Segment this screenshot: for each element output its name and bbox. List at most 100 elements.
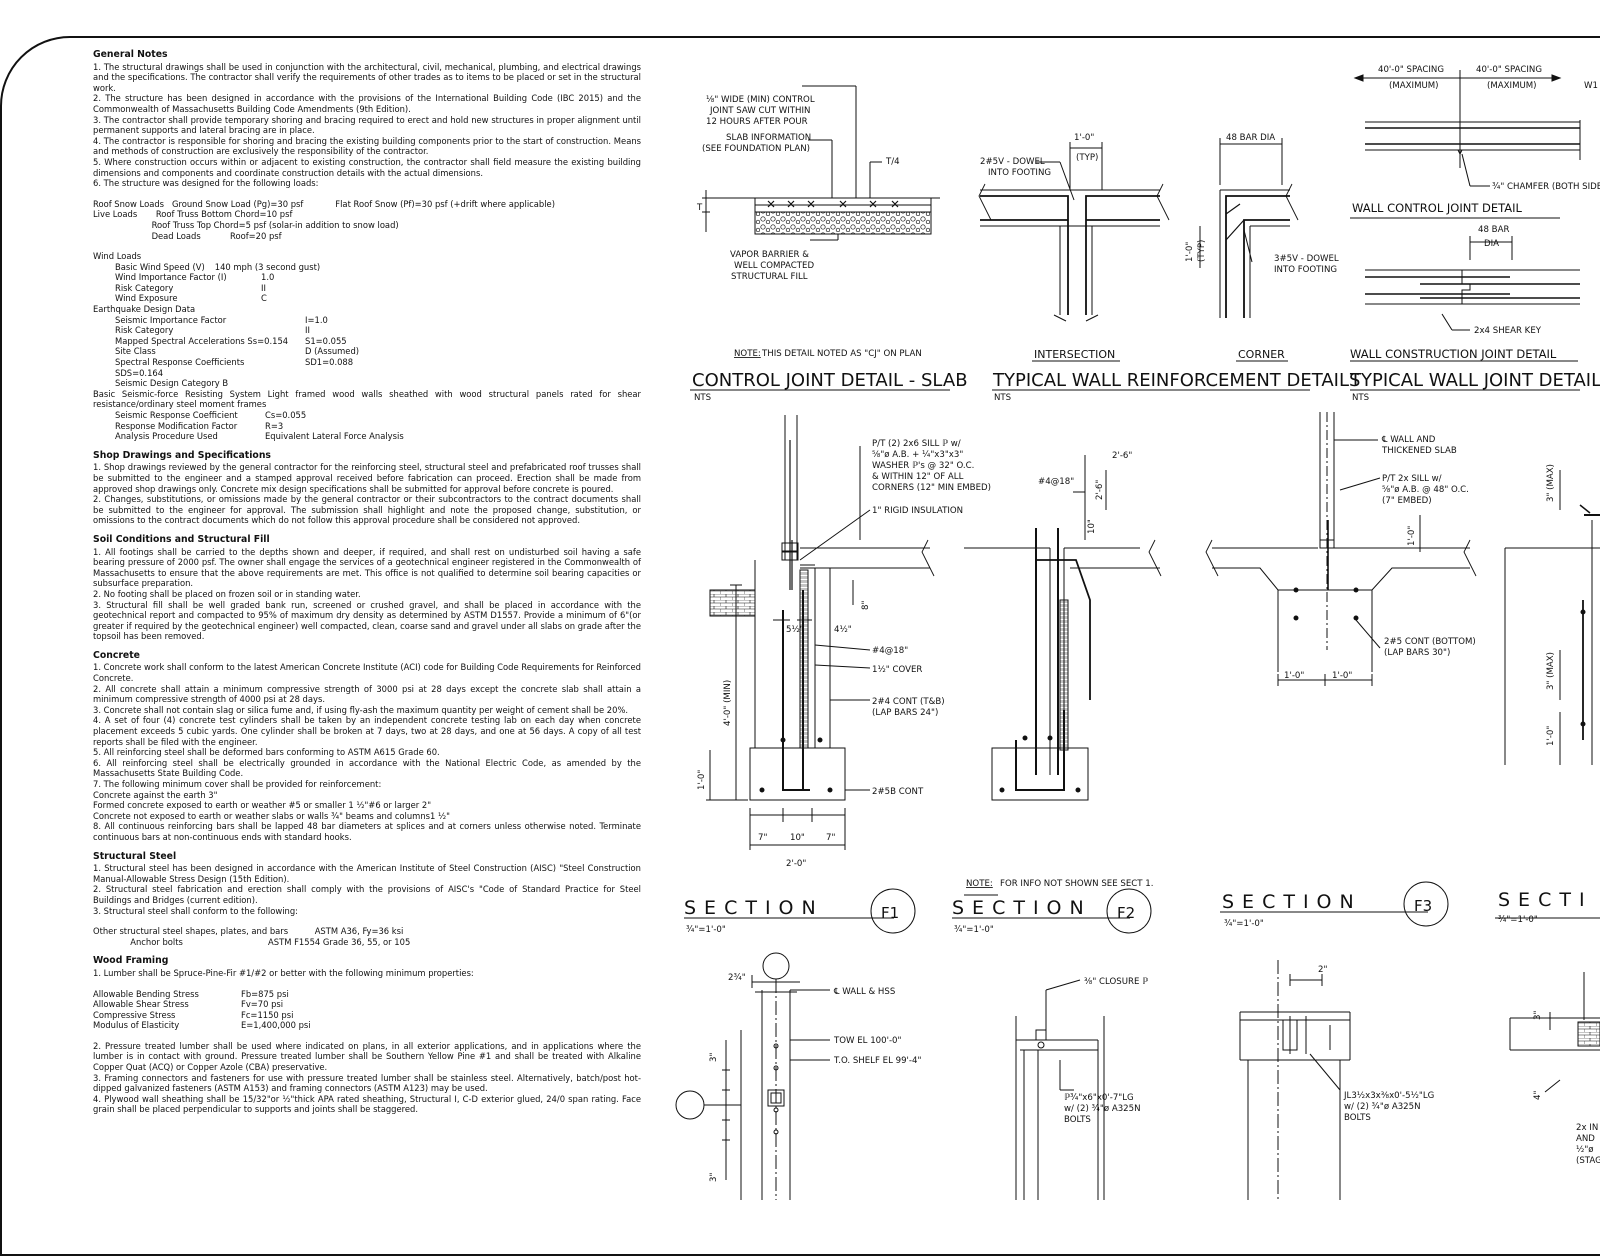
general-notes-heading: General Notes (93, 49, 168, 60)
general-note: 6. The structure was designed for the fo… (93, 178, 319, 189)
concrete-note: 3. Concrete shall not contain slag or si… (93, 704, 629, 715)
hss-detail (675, 952, 830, 1200)
wood-prop: Allowable Shear Stress (93, 999, 189, 1010)
footing-depth-label: 1'-0" (697, 770, 707, 790)
plate-label: ℙ¾"x6"x0'-7"LG (1064, 1093, 1134, 1103)
soil-note: 3. Structural fill shall be well graded … (93, 599, 641, 642)
soil-note: 1. All footings shall be carried to the … (93, 546, 641, 589)
dim-label: 1'-0" (1546, 726, 1556, 746)
steel-note: 3. Structural steel shall conform to the… (93, 905, 298, 916)
eq-value: D (Assumed) (305, 346, 360, 357)
sill-label: ⅝"ø A.B. + ¼"x3"x3" (872, 450, 963, 460)
dim-label: 1'-0" (1185, 242, 1195, 262)
control-joint-title: CONTROL JOINT DETAIL - SLAB (692, 370, 968, 391)
wood-heading: Wood Framing (93, 955, 169, 967)
w1-label: W1 (1584, 81, 1598, 91)
width-label: 1'-0" (1284, 671, 1304, 681)
soil-heading: Soil Conditions and Structural Fill (93, 533, 270, 545)
sill-label: CORNERS (12" MIN EMBED) (872, 483, 991, 493)
concrete-note: 6. All reinforcing steel shall be electr… (93, 757, 641, 779)
wall-hss-label: ℄ WALL & HSS (833, 987, 895, 997)
sill-label: (7" EMBED) (1382, 496, 1432, 506)
saw-cut-label: ⅛" WIDE (MIN) CONTROL (706, 95, 815, 105)
shop-note: 2. Changes, substitutions, or omissions … (93, 494, 641, 526)
wood-note: 3. Framing connectors and fasteners for … (93, 1072, 641, 1094)
cj-note: THIS DETAIL NOTED AS "CJ" ON PLAN (761, 349, 922, 359)
saw-cut-label: JOINT SAW CUT WITHIN (709, 106, 810, 116)
bar-dia-label: DIA (1484, 239, 1499, 249)
wall-reinforcement-scale: NTS (994, 393, 1011, 403)
load-line: Live Loads Roof Truss Bottom Chord=10 ps… (93, 209, 293, 220)
cover-label: 1½" COVER (872, 665, 922, 675)
spacing-label: (MAXIMUM) (1389, 81, 1439, 91)
wind-table: Wind Importance Factor (I)1.0 Risk Categ… (93, 272, 641, 304)
eq-param: Mapped Spectral Accelerations Ss=0.154 (115, 335, 289, 346)
eq-value: II (305, 325, 310, 336)
wind-value: II (261, 282, 266, 293)
dim-label: 3" (709, 1053, 719, 1062)
angle-label: JL3½x3x⅜x0'-5½"LG (1343, 1091, 1434, 1101)
chamfer-label: ¾" CHAMFER (BOTH SIDES) (1492, 182, 1600, 192)
soil-note: 2. No footing shall be placed on frozen … (93, 588, 361, 599)
eq-param: Seismic Design Category B (115, 378, 229, 389)
dim-label: 3" (1533, 1011, 1543, 1020)
general-note: 1. The structural drawings shall be used… (93, 61, 641, 93)
control-joint-detail (702, 85, 940, 241)
eq-param: Site Class (115, 346, 156, 357)
section-f4 (1495, 470, 1600, 1093)
wind-param: Wind Importance Factor (I) (115, 272, 227, 283)
section-f1 (684, 415, 935, 934)
wind-param: Wind Exposure (115, 293, 178, 304)
concrete-note: 1. Concrete work shall conform to the la… (93, 662, 641, 684)
intersection-label: INTERSECTION (1034, 348, 1115, 361)
slab-info-label: (SEE FOUNDATION PLAN) (702, 144, 810, 154)
eq-param: Spectral Response Coefficients SDS=0.164 (115, 357, 245, 378)
wind-value: 1.0 (261, 272, 275, 283)
angle-detail (1239, 960, 1351, 1200)
cj-note-label: NOTE: (734, 349, 761, 359)
intersection-detail (978, 142, 1170, 322)
wind-param: Basic Wind Speed (V) (115, 261, 205, 272)
wind-value: 140 mph (3 second gust) (214, 261, 321, 272)
tow-label: TOW EL 100'-0" (833, 1036, 902, 1046)
wood-prop: Allowable Bending Stress (93, 988, 199, 999)
shear-key-label: 2x4 SHEAR KEY (1474, 326, 1542, 336)
eq-param: Response Modification Factor (115, 420, 238, 431)
dim-label: 1'-0" (1074, 133, 1094, 143)
wood-note: 2. Pressure treated lumber shall be used… (93, 1040, 641, 1073)
sill-label: & WITHIN 12" OF ALL (872, 472, 964, 482)
cont-label: 2#5 CONT (BOTTOM) (1384, 637, 1476, 647)
dim-label: 4½" (834, 625, 852, 635)
dim-label: 2" (1318, 965, 1327, 975)
steel-note: 2. Structural steel fabrication and erec… (93, 884, 641, 905)
eq-value: Equivalent Lateral Force Analysis (265, 431, 404, 442)
concrete-note: 7. The following minimum cover shall be … (93, 779, 382, 789)
dim-label: 2'-6" (1112, 451, 1132, 461)
rebar-x-marks (767, 200, 899, 208)
steel-spec: Anchor bolts ASTM F1554 Grade 36, 55, or… (93, 936, 411, 947)
concrete-note: 5. All reinforcing steel shall be deform… (93, 747, 440, 758)
general-note: 3. The contractor shall provide temporar… (93, 114, 641, 136)
plate-label: BOLTS (1064, 1115, 1091, 1125)
wall-reinforcement-title: TYPICAL WALL REINFORCEMENT DETAILS (992, 370, 1360, 391)
bars-label: #4@18" (872, 646, 908, 656)
wall-joint-scale: NTS (1352, 393, 1369, 403)
sill-label: WASHER ℙ's @ 32" O.C. (872, 461, 974, 471)
cont-b-label: 2#5B CONT (872, 787, 924, 797)
concrete-heading: Concrete (93, 649, 140, 661)
section-f1-tag: F1 (881, 904, 899, 922)
section-f3 (1205, 412, 1477, 927)
corner-label: CORNER (1238, 348, 1285, 361)
wood-value: Fc=1150 psi (241, 1009, 294, 1020)
wall-joint-details (1353, 70, 1581, 331)
section-f1-title: SECTION (684, 897, 824, 919)
dim-label: 2¾" (728, 973, 746, 983)
closure-label: ⅜" CLOSURE ℙ (1084, 977, 1148, 987)
concrete-note: 4. A set of four (4) concrete test cylin… (93, 715, 641, 747)
control-joint-scale: NTS (694, 393, 711, 403)
cont-label: 2#4 CONT (T&B) (872, 697, 945, 707)
sill-label: ⅝"ø A.B. @ 48" O.C. (1382, 485, 1469, 495)
dim-label: 10" (1087, 519, 1097, 534)
